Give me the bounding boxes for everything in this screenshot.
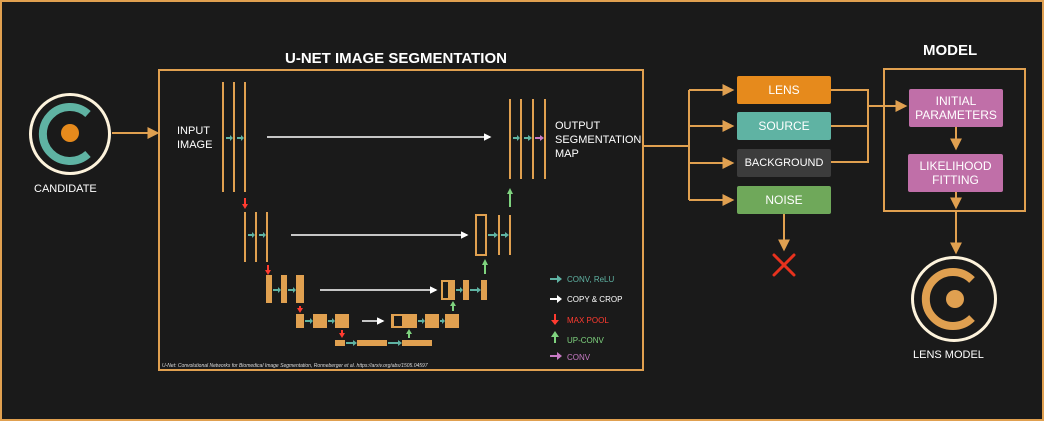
model-title: MODEL [923,42,978,59]
unet-output-level [509,99,546,179]
initial-parameters-line1: INITIAL [935,94,977,108]
citation-text: U-Net: Convolutional Networks for Biomed… [162,363,428,369]
candidate-label: CANDIDATE [34,183,97,195]
unet-decoder-level-2 [475,188,513,256]
max-pool-arrow-2 [265,270,271,275]
lens-class-box: LENS [737,76,831,104]
noise-rejected-icon [772,253,796,277]
unet-title: U-NET IMAGE SEGMENTATION [285,50,507,67]
unet-encoder-level-4 [296,314,349,328]
unet-encoder-level-1 [222,82,246,192]
legend-max-pool: MAX POOL [567,316,609,325]
output-map-label-line3: MAP [555,148,579,160]
lens-model-label: LENS MODEL [913,349,984,361]
output-map-label-line1: OUTPUT [555,120,601,132]
unet-frame [158,69,644,371]
legend-icons [550,275,562,360]
initial-parameters-box: INITIAL PARAMETERS [909,89,1003,127]
legend-copy-crop: COPY & CROP [567,295,623,304]
max-pool-arrow-3 [297,308,303,313]
input-image-label-line1: INPUT [177,125,210,137]
classes-to-model-connectors [778,89,962,255]
output-map-label-line2: SEGMENTATION [555,134,642,146]
background-class-box: BACKGROUND [737,149,831,177]
noise-class-box: NOISE [737,186,831,214]
initial-parameters-line2: PARAMETERS [915,108,997,122]
legend-conv-relu: CONV, ReLU [567,275,615,284]
unet-bottleneck [335,329,432,346]
legend-conv: CONV [567,353,591,362]
max-pool-arrow-4 [339,333,345,338]
model-frame [883,68,1026,212]
likelihood-fitting-box: LIKELIHOOD FITTING [908,154,1003,192]
unet-decoder-level-4 [391,301,459,328]
unet-encoder-level-3 [266,275,304,303]
legend-up-conv: UP-CONV [567,336,604,345]
unet-decoder-level-3 [441,259,488,300]
source-class-box: SOURCE [737,112,831,140]
candidate-icon [29,93,111,175]
likelihood-fitting-line2: FITTING [932,173,979,187]
input-image-label-line2: IMAGE [177,139,213,151]
unet-encoder-level-2 [244,212,268,262]
lens-model-icon [911,256,997,342]
unet-to-classes-connectors [643,84,735,206]
likelihood-fitting-line1: LIKELIHOOD [919,159,992,173]
